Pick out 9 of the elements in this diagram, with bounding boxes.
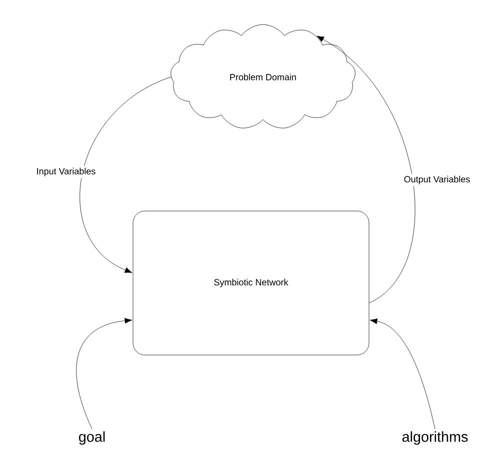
process-box: Symbiotic Network (132, 210, 370, 356)
edge-label: Input Variables (34, 166, 98, 178)
arrow (370, 318, 436, 430)
arrow (316, 36, 416, 304)
node-label: algorithms (402, 431, 468, 445)
arrow (80, 76, 172, 273)
edge-label: Output Variables (402, 174, 472, 186)
node-label: goal (79, 431, 105, 445)
arrow (76, 318, 132, 430)
